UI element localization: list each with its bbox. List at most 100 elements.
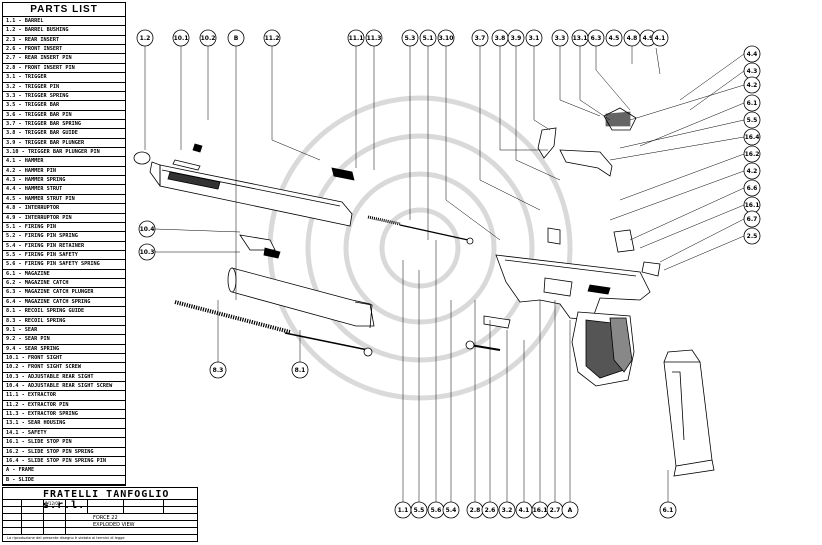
callout-bubble: 11.2 <box>263 29 281 47</box>
callout-bubble: 3.1 <box>525 29 543 47</box>
parts-list-item: 4.4 - HAMMER STRUT <box>3 185 125 195</box>
callout-label: 3.3 <box>555 35 566 42</box>
callout-label: 6.6 <box>747 185 758 192</box>
callout-label: 3.2 <box>502 507 513 514</box>
parts-list-item: 3.6 - TRIGGER BAR PIN <box>3 111 125 120</box>
callout-bubble: 10.3 <box>138 243 156 261</box>
parts-list-item: 16.1 - SLIDE STOP PIN <box>3 438 125 448</box>
callout-label: 4.1 <box>519 507 530 514</box>
callout-label: 16.4 <box>745 134 760 141</box>
parts-list-item: 5.2 - FIRING PIN SPRING <box>3 232 125 242</box>
parts-list-item: B - SLIDE <box>3 476 125 485</box>
callout-bubble: 16.1 <box>531 501 549 519</box>
drawing-date: 3/12/03 <box>45 501 61 506</box>
parts-list-item: 3.9 - TRIGGER BAR PLUNGER <box>3 139 125 149</box>
parts-list-item: 14.1 - SAFETY <box>3 429 125 439</box>
callout-bubble: 3.3 <box>551 29 569 47</box>
callout-label: 5.1 <box>423 35 434 42</box>
callout-bubble: 5.4 <box>442 501 460 519</box>
safety-drawing <box>547 227 561 245</box>
callout-label: 6.3 <box>591 35 602 42</box>
callout-bubble: A <box>561 501 579 519</box>
callout-bubble: 5.3 <box>401 29 419 47</box>
callout-bubble: 4.8 <box>623 29 641 47</box>
callout-bubble: 4.1 <box>651 29 669 47</box>
callout-bubble: 6.1 <box>659 501 677 519</box>
callout-label: 6.7 <box>747 216 758 223</box>
parts-list-item: 4.5 - HAMMER STRUT PIN <box>3 195 125 205</box>
callout-label: 3.8 <box>495 35 506 42</box>
parts-list-item: 2.3 - REAR INSERT <box>3 36 125 46</box>
callout-label: 8.1 <box>295 367 306 374</box>
slide-drawing <box>133 143 353 227</box>
callout-label: 5.3 <box>405 35 416 42</box>
callout-label: 11.1 <box>349 35 364 42</box>
parts-list-item: A - FRAME <box>3 466 125 476</box>
parts-list-item: 3.7 - TRIGGER BAR SPRING <box>3 120 125 130</box>
callout-bubble: 3.10 <box>437 29 455 47</box>
parts-list-item: 6.2 - MAGAZINE CATCH <box>3 279 125 289</box>
parts-list-item: 3.3 - TRIGGER SPRING <box>3 92 125 102</box>
callout-label: 3.10 <box>439 35 454 42</box>
parts-list-item: 1.2 - BARREL BUSHING <box>3 26 125 36</box>
callout-label: 1.1 <box>398 507 409 514</box>
parts-list-item: 4.9 - INTERRUPTOR PIN <box>3 214 125 223</box>
callout-label: 4.9 <box>643 35 654 42</box>
magazine-drawing <box>663 349 715 477</box>
firing-pin-spring-drawing <box>367 215 401 226</box>
recoil-spring-drawing <box>174 300 373 357</box>
callout-label: 11.2 <box>265 35 280 42</box>
callout-bubble: 2.6 <box>481 501 499 519</box>
callout-bubble: 13.1 <box>571 29 589 47</box>
leader-lines <box>144 45 745 505</box>
callout-label: 10.3 <box>140 249 155 256</box>
callout-bubble: 5.1 <box>419 29 437 47</box>
magazine-catch-drawing <box>641 261 661 277</box>
callout-label: 3.1 <box>529 35 540 42</box>
callout-bubble: 6.3 <box>587 29 605 47</box>
callout-label: 4.4 <box>747 51 758 58</box>
rear-sight-drawing <box>239 234 276 251</box>
callout-bubble: 8.3 <box>209 361 227 379</box>
parts-list-item: 10.1 - FRONT SIGHT <box>3 354 125 364</box>
callout-label: 5.5 <box>747 117 758 124</box>
callout-bubble: 4.2 <box>743 76 761 94</box>
callout-label: 4.2 <box>747 82 758 89</box>
callout-bubble: 4.2 <box>743 162 761 180</box>
parts-list-item: 11.2 - EXTRACTOR PIN <box>3 401 125 411</box>
callout-bubble: 2.5 <box>743 227 761 245</box>
callout-label: 10.4 <box>140 226 155 233</box>
callout-label: 3.9 <box>511 35 522 42</box>
footer-note: La riproduzione del presente disegno è v… <box>7 536 125 540</box>
callout-label: 4.5 <box>609 35 620 42</box>
callout-bubble: 11.1 <box>347 29 365 47</box>
callout-label: A <box>568 507 573 514</box>
callout-bubble: 16.2 <box>743 145 761 163</box>
parts-list-item: 6.1 - MAGAZINE <box>3 270 125 280</box>
parts-list-item: 4.2 - HAMMER PIN <box>3 167 125 177</box>
callout-bubble: 3.7 <box>471 29 489 47</box>
parts-list-item: 3.10 - TRIGGER BAR PLUNGER PIN <box>3 148 125 158</box>
callout-bubble: 1.1 <box>394 501 412 519</box>
parts-list-title: PARTS LIST <box>3 3 125 17</box>
parts-list-item: 4.1 - HAMMER <box>3 157 125 167</box>
callout-bubble: 6.6 <box>743 179 761 197</box>
callout-bubble: 5.5 <box>410 501 428 519</box>
callout-label: B <box>234 35 239 42</box>
parts-list-item: 3.1 - TRIGGER <box>3 73 125 83</box>
callout-label: 1.2 <box>140 35 151 42</box>
callout-label: 5.5 <box>414 507 425 514</box>
parts-list-item: 1.1 - BARREL <box>3 17 125 27</box>
callout-bubble: B <box>227 29 245 47</box>
company-name: FRATELLI TANFOGLIO s.r.l. <box>43 489 170 511</box>
parts-list-item: 9.2 - SEAR PIN <box>3 335 125 345</box>
callout-label: 10.1 <box>174 35 189 42</box>
grip-drawing <box>571 311 635 387</box>
parts-list-item: 9.1 - SEAR <box>3 326 125 336</box>
callout-bubble: 16.4 <box>743 128 761 146</box>
parts-list-item: 2.6 - FRONT INSERT <box>3 45 125 55</box>
trigger-bar-drawing <box>559 149 613 177</box>
callout-bubble: 6.7 <box>743 210 761 228</box>
callout-bubble: 11.3 <box>365 29 383 47</box>
